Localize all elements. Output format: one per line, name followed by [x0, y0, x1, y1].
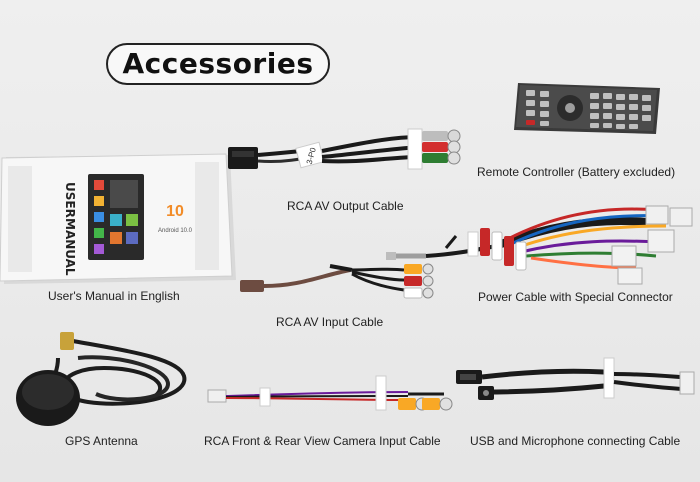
caption-rca-output: RCA AV Output Cable — [287, 199, 404, 213]
android-badge-text: Android 10.0 — [158, 228, 193, 234]
rca-input-cable-image — [240, 263, 434, 299]
power-rca-plugs — [480, 228, 527, 271]
android-badge-number: 10 — [166, 203, 184, 220]
caption-remote-controller: Remote Controller (Battery excluded) — [477, 165, 676, 179]
manual-cover-line2: MANUAL — [63, 218, 77, 276]
camera-input-cable-image — [207, 375, 453, 411]
rca-output-cable-image: 3-P0 — [228, 128, 461, 170]
power-cable-image — [386, 205, 693, 285]
caption-power-cable: Power Cable with Special Connector — [478, 290, 673, 304]
caption-rca-input: RCA AV Input Cable — [276, 315, 384, 329]
page-title: Accessories — [106, 43, 330, 85]
remote-buttons — [526, 90, 651, 129]
output-cable-tag: 3-P0 — [305, 146, 318, 165]
user-manual-image: USER MANUAL 10 Android 10.0 — [0, 153, 236, 284]
manual-cover-line1: USER — [63, 182, 77, 218]
caption-usb-mic-cable: USB and Microphone connecting Cable — [470, 434, 681, 448]
caption-camera-input-cable: RCA Front & Rear View Camera Input Cable — [204, 434, 441, 448]
caption-user-manual: User's Manual in English — [48, 289, 180, 303]
caption-gps-antenna: GPS Antenna — [65, 434, 138, 448]
usb-mic-cable-image — [456, 357, 695, 400]
app-tiles — [94, 180, 138, 254]
gps-antenna-image — [16, 332, 187, 426]
remote-controller-image — [514, 83, 660, 134]
